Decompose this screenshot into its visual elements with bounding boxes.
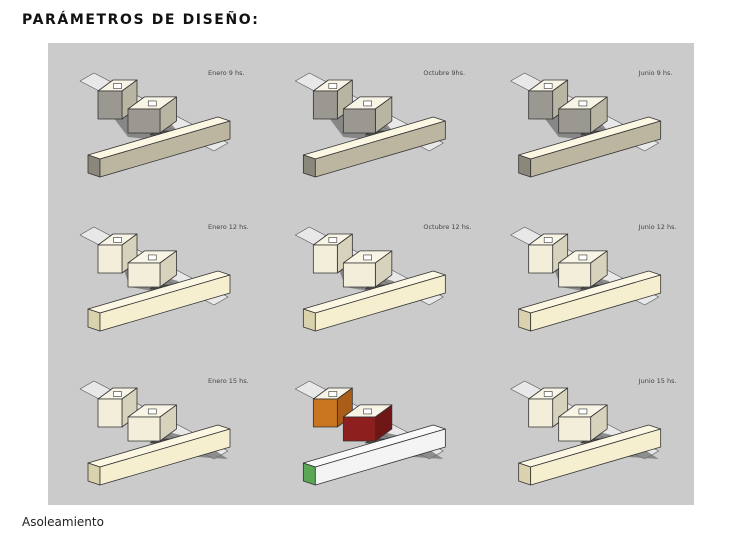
sun-study-grid: Enero 9 hs. Octubre 9hs. Junio 9 hs. Enero … <box>79 69 677 486</box>
low-block <box>127 404 177 442</box>
thumbnail-label: Enero 12 hs. <box>208 223 249 231</box>
low-block-front <box>127 262 161 288</box>
long-bar-end <box>302 154 316 178</box>
long-bar-building <box>87 116 231 178</box>
low-block <box>127 96 177 134</box>
low-block <box>558 250 608 288</box>
low-block-roof-hatch <box>363 254 372 261</box>
tower-block-front <box>528 398 554 428</box>
long-bar-building <box>302 270 446 332</box>
long-bar-building <box>87 270 231 332</box>
low-block <box>342 96 393 134</box>
tower-block <box>528 233 569 274</box>
long-bar-end <box>302 308 316 332</box>
tower-block-roof-hatch <box>113 83 122 89</box>
long-bar-front <box>530 274 662 332</box>
low-block-roof-hatch <box>578 100 588 107</box>
low-block-roof-hatch <box>147 408 157 415</box>
long-bar-building <box>87 424 231 486</box>
low-block <box>342 250 393 288</box>
long-bar-end <box>518 462 532 486</box>
low-block-front <box>558 262 592 288</box>
long-bar-front <box>99 120 231 178</box>
sun-study-thumbnail: Octubre 9hs. <box>295 69 465 178</box>
low-block <box>558 404 608 442</box>
thumbnail-label: Junio 12 hs. <box>638 223 677 231</box>
sun-study-thumbnail: Enero 15 hs. <box>79 377 249 486</box>
thumbnail-label: Enero 15 hs. <box>208 377 249 385</box>
tower-block-front <box>312 398 338 428</box>
low-block-roof-hatch <box>578 408 588 415</box>
long-bar-end <box>87 308 101 332</box>
page-heading: PARÁMETROS DE DISEÑO: <box>22 12 260 28</box>
sun-study-figure: Enero 9 hs. Octubre 9hs. Junio 9 hs. Enero … <box>48 43 694 505</box>
low-block <box>342 404 393 442</box>
low-block-front <box>127 108 161 134</box>
tower-block-roof-hatch <box>543 391 553 397</box>
figure-caption: Asoleamiento <box>22 515 104 529</box>
low-block-front <box>342 262 376 288</box>
long-bar-front <box>314 274 446 332</box>
thumbnail-label: Enero 9 hs. <box>208 69 245 77</box>
tower-block-roof-hatch <box>328 83 338 89</box>
low-block-front <box>558 108 592 134</box>
low-block-front <box>558 416 592 442</box>
tower-block-roof-hatch <box>113 391 122 397</box>
tower-block-roof-hatch <box>113 237 122 243</box>
sun-study-thumbnail: Enero 9 hs. <box>79 69 245 178</box>
tower-block <box>97 79 138 120</box>
tower-block-roof-hatch <box>328 237 338 243</box>
tower-block-front <box>528 244 554 274</box>
long-bar-building <box>302 116 446 178</box>
sun-study-thumbnail: Junio 15 hs. <box>510 377 677 486</box>
long-bar-building <box>302 424 446 486</box>
long-bar-end <box>302 462 316 486</box>
sun-study-thumbnail: Junio 9 hs. <box>510 69 673 178</box>
low-block-roof-hatch <box>147 254 157 261</box>
low-block <box>127 250 177 288</box>
long-bar-building <box>518 116 662 178</box>
tower-block-roof-hatch <box>543 83 553 89</box>
tower-block-front <box>528 90 554 120</box>
tower-block-front <box>97 244 123 274</box>
long-bar-front <box>314 120 446 178</box>
low-block-roof-hatch <box>147 100 157 107</box>
low-block-front <box>342 108 376 134</box>
low-block <box>558 96 608 134</box>
long-bar-end <box>518 308 532 332</box>
thumbnail-label: Octubre 9hs. <box>423 69 465 77</box>
thumbnail-label: Junio 9 hs. <box>638 69 673 77</box>
long-bar-front <box>99 274 231 332</box>
long-bar-end <box>518 154 532 178</box>
low-block-roof-hatch <box>578 254 588 261</box>
long-bar-end <box>87 154 101 178</box>
long-bar-front <box>99 428 231 486</box>
sun-study-thumbnail: Enero 12 hs. <box>79 223 249 332</box>
low-block-front <box>342 416 376 442</box>
long-bar-building <box>518 424 662 486</box>
tower-block-front <box>97 90 123 120</box>
tower-block-front <box>312 90 338 120</box>
long-bar-end <box>87 462 101 486</box>
low-block-roof-hatch <box>363 408 372 415</box>
long-bar-front <box>530 120 662 178</box>
tower-block <box>528 79 569 120</box>
low-block-roof-hatch <box>363 100 372 107</box>
tower-block-front <box>312 244 338 274</box>
tower-block <box>97 387 138 428</box>
tower-block-roof-hatch <box>328 391 338 397</box>
thumbnail-label: Junio 15 hs. <box>638 377 677 385</box>
thumbnail-label: Octubre 12 hs. <box>423 223 471 231</box>
tower-block <box>97 233 138 274</box>
long-bar-building <box>518 270 662 332</box>
long-bar-front <box>530 428 662 486</box>
long-bar-front <box>314 428 446 486</box>
sun-study-thumbnail: Junio 12 hs. <box>510 223 677 332</box>
tower-block-roof-hatch <box>543 237 553 243</box>
sun-study-thumbnail <box>295 380 446 486</box>
low-block-front <box>127 416 161 442</box>
sun-study-thumbnail: Octubre 12 hs. <box>295 223 471 332</box>
tower-block-front <box>97 398 123 428</box>
